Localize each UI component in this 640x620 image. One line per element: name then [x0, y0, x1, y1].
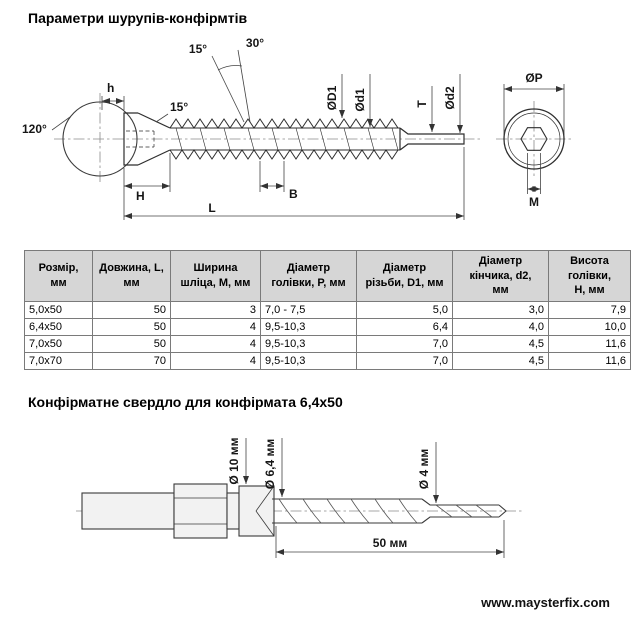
thread-angle-lines — [211, 49, 251, 123]
cell-size: 6,4x50 — [24, 317, 93, 336]
table-row: 7,0x70 70 4 9,5-10,3 7,0 4,5 11,6 — [24, 351, 631, 370]
table-row: 7,0x50 50 4 9,5-10,3 7,0 4,5 11,6 — [24, 334, 631, 353]
cell-size: 7,0x70 — [24, 351, 93, 370]
cell-size: 5,0x50 — [24, 300, 93, 319]
col-header-size: Розмір, мм — [24, 250, 93, 302]
col-header-length: Довжина, L, мм — [92, 250, 171, 302]
drill-point — [498, 504, 507, 517]
cell-head-height: 7,9 — [548, 300, 631, 319]
angle-120-label: 120° — [22, 122, 47, 136]
website-watermark: www.maysterfix.com — [481, 595, 610, 610]
dim-h — [101, 96, 125, 110]
dim-d1-label: Ød1 — [353, 88, 367, 112]
cell-head-height: 11,6 — [548, 351, 631, 370]
head-end-view — [503, 108, 565, 170]
cell-length: 50 — [92, 317, 171, 336]
cell-tip-diameter: 4,5 — [452, 334, 549, 353]
cell-head-diameter: 9,5-10,3 — [260, 317, 357, 336]
table-row: 5,0x50 50 3 7,0 - 7,5 5,0 3,0 7,9 — [24, 300, 631, 319]
cell-thread-diameter: 7,0 — [356, 351, 453, 370]
table-row: 6,4x50 50 4 9,5-10,3 6,4 4,0 10,0 — [24, 317, 631, 336]
dim-h-label: h — [107, 81, 114, 95]
cell-head-diameter: 7,0 - 7,5 — [260, 300, 357, 319]
cell-tip-diameter: 4,0 — [452, 317, 549, 336]
cell-length: 70 — [92, 351, 171, 370]
dim-T-label: T — [415, 100, 429, 108]
cell-thread-diameter: 7,0 — [356, 334, 453, 353]
screw-parameters-table: Розмір, мм Довжина, L, мм Ширина шліца, … — [24, 250, 631, 370]
page-title: Параметри шурупів-конфірмтів — [28, 10, 248, 26]
angle-15-label: 15° — [189, 42, 207, 56]
cell-size: 7,0x50 — [24, 334, 93, 353]
drill-flutes — [278, 498, 493, 523]
dim-tip-diameter-label: Ø 4 мм — [417, 448, 431, 489]
page: Параметри шурупів-конфірмтів 120° — [0, 10, 640, 620]
drill-technical-drawing: Ø 10 мм Ø 6,4 мм Ø 4 мм 50 мм — [76, 437, 524, 558]
cell-thread-diameter: 6,4 — [356, 317, 453, 336]
cell-length: 50 — [92, 300, 171, 319]
screw-tip — [399, 127, 465, 151]
dim-L-label: L — [208, 201, 215, 215]
col-header-slot-width: Ширина шліца, M, мм — [170, 250, 261, 302]
screw-technical-drawing: 120° h 15° — [22, 36, 572, 220]
cell-tip-diameter: 4,5 — [452, 351, 549, 370]
col-header-tip-diameter: Діаметр кінчика, d2, мм — [452, 250, 549, 302]
hex-collar — [173, 482, 228, 539]
cell-slot-width: 4 — [170, 334, 261, 353]
cell-head-diameter: 9,5-10,3 — [260, 334, 357, 353]
dim-M-label: M — [529, 195, 539, 209]
cell-head-diameter: 9,5-10,3 — [260, 351, 357, 370]
hex-socket — [520, 127, 548, 151]
dim-B-label: B — [289, 187, 298, 201]
end-view-dims — [503, 84, 565, 194]
cell-head-height: 10,0 — [548, 317, 631, 336]
cell-tip-diameter: 3,0 — [452, 300, 549, 319]
dim-body-diameter-label: Ø 6,4 мм — [263, 438, 277, 489]
cell-slot-width: 3 — [170, 300, 261, 319]
drill-shank — [81, 482, 275, 539]
drill-dims — [243, 437, 505, 558]
cell-length: 50 — [92, 334, 171, 353]
dim-drill-length-label: 50 мм — [373, 536, 408, 550]
col-header-head-height: Висота голівки, Н, мм — [548, 250, 631, 302]
dim-shank-diameter-label: Ø 10 мм — [227, 437, 241, 484]
centerline — [54, 93, 572, 185]
cell-slot-width: 4 — [170, 317, 261, 336]
dim-P-label: ØP — [525, 71, 542, 85]
cell-slot-width: 4 — [170, 351, 261, 370]
dim-D1-label: ØD1 — [325, 85, 339, 110]
angle-head-label: 15° — [170, 100, 188, 114]
cell-head-height: 11,6 — [548, 334, 631, 353]
collar-detail-lines — [174, 485, 275, 536]
col-header-thread-diameter: Діаметр різьби, D1, мм — [356, 250, 453, 302]
length-dims — [123, 147, 465, 220]
angle-head-leader — [155, 113, 169, 123]
dim-d2-label: Ød2 — [443, 86, 457, 110]
dim-H-label: H — [136, 189, 145, 203]
col-header-head-diameter: Діаметр голівки, P, мм — [260, 250, 357, 302]
angle-120-leader — [51, 116, 71, 131]
drill-section-title: Конфірматне свердло для конфірмата 6,4x5… — [28, 393, 343, 410]
head-detail-circle — [62, 101, 138, 177]
diameter-dims — [339, 74, 463, 133]
screw-head — [123, 112, 171, 166]
angle-30-label: 30° — [246, 36, 264, 50]
cell-thread-diameter: 5,0 — [356, 300, 453, 319]
table-header-row: Розмір, мм Довжина, L, мм Ширина шліца, … — [24, 250, 631, 302]
thread-profile — [169, 118, 400, 160]
